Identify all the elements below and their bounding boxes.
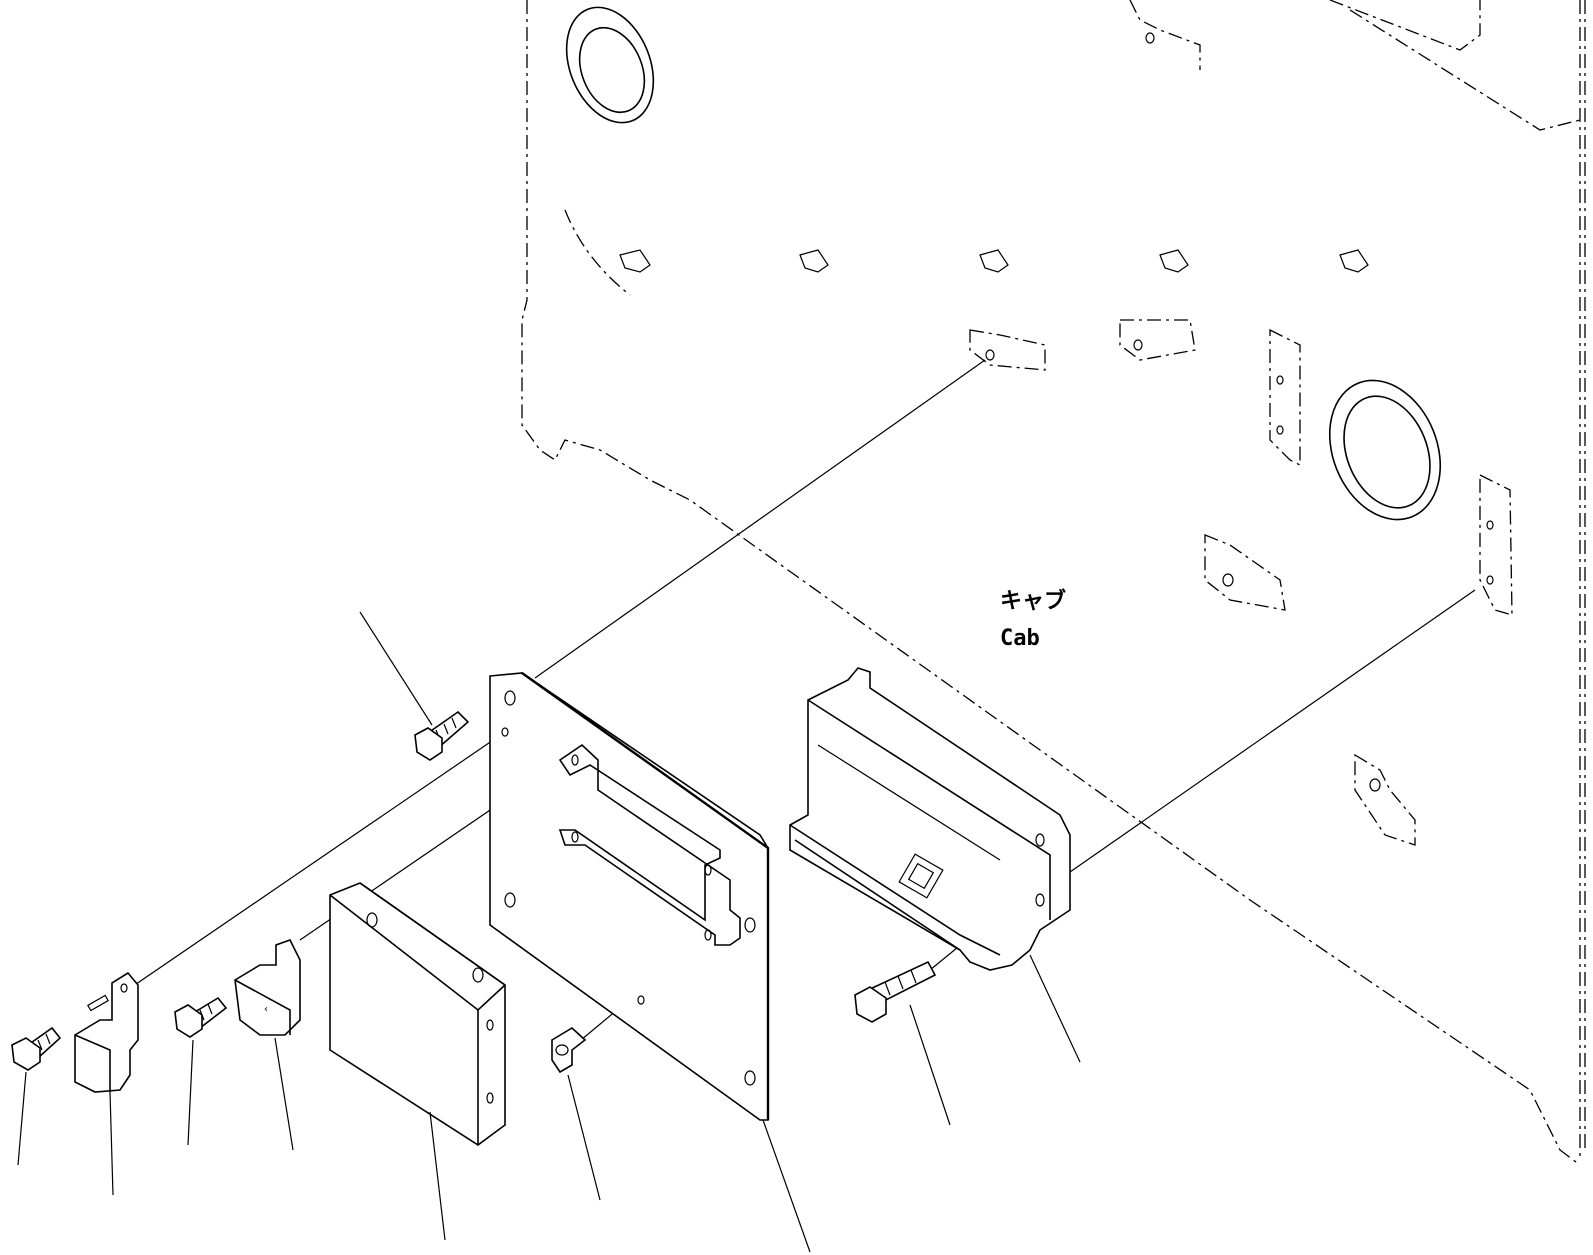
ecu-box — [329, 882, 506, 1146]
leader-lines — [17, 611, 1081, 1253]
bolt-long — [854, 960, 937, 1023]
wire-clip — [551, 1027, 587, 1074]
svg-text:‹: ‹ — [264, 1004, 268, 1015]
round-opening-upper — [565, 6, 655, 124]
bolt-middle — [174, 996, 228, 1038]
mounting-plate — [489, 672, 770, 1121]
cab-brackets — [969, 0, 1513, 846]
bolt-top — [414, 710, 470, 761]
cab-label-en: Cab — [1000, 626, 1040, 651]
controller-unit — [789, 667, 1071, 971]
cab-panel-outline — [521, 0, 1586, 1166]
assembly-lines — [119, 359, 1476, 1046]
small-bracket — [74, 971, 139, 1093]
relay-unit: ‹ — [234, 939, 301, 1036]
panel-cutouts — [619, 249, 1369, 273]
round-opening-lower — [1328, 379, 1442, 521]
bolt-left — [11, 1026, 62, 1071]
cab-label-jp: キャブ — [1000, 588, 1066, 614]
